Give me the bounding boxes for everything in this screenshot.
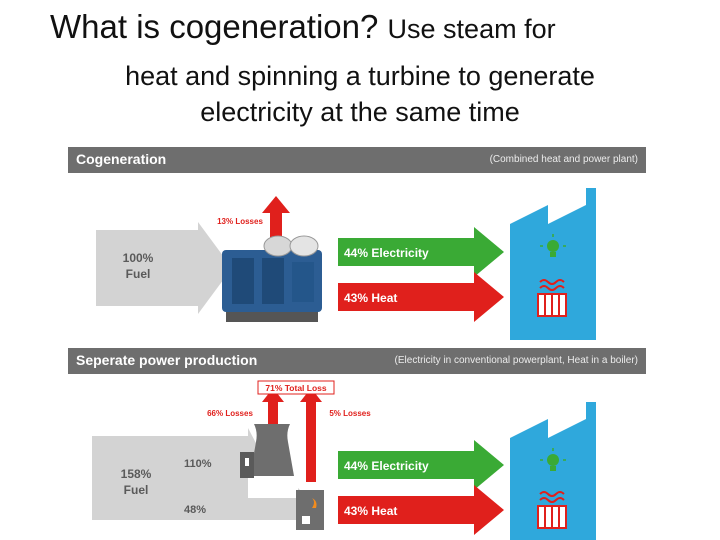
cogen-losses-label: 13% Losses [217, 217, 263, 226]
cogen-electricity-arrow [338, 227, 504, 277]
separate-electricity-label: 44% Electricity [344, 459, 429, 473]
separate-note: (Electricity in conventional powerplant,… [394, 355, 638, 366]
boiler-icon [296, 490, 324, 530]
slide-subtitle: heat and spinning a turbine to generate … [0, 58, 720, 130]
separate-split-top: 110% [184, 458, 212, 470]
separate-split-bottom: 48% [184, 504, 206, 516]
total-loss-box [257, 380, 335, 395]
power-plant-icon [240, 424, 294, 478]
factory-icon [510, 188, 596, 340]
cogen-fuel-pct: 100% [123, 251, 154, 265]
cogeneration-header: Cogeneration [76, 151, 167, 167]
cogen-electricity-label: 44% Electricity [344, 246, 429, 260]
title-rest: Use steam for [387, 14, 556, 44]
separate-loss-arrow-left [262, 388, 284, 444]
cogen-heat-label: 43% Heat [344, 291, 397, 305]
cogeneration-header-bar: Cogeneration (Combined heat and power pl… [68, 147, 646, 173]
total-loss-label: 71% Total Loss [265, 383, 327, 393]
cogen-fuel-word: Fuel [126, 267, 151, 281]
separate-heat-label: 43% Heat [344, 504, 397, 518]
separate-electricity-arrow [338, 440, 504, 490]
cogen-heat-arrow [338, 272, 504, 322]
subtitle-line-2: electricity at the same time [200, 97, 520, 127]
radiator-icon [537, 491, 567, 529]
losses-right-label: 5% Losses [329, 409, 371, 418]
title-main: What is cogeneration? [50, 8, 379, 45]
lightbulb-icon [540, 448, 566, 471]
cogen-fuel-arrow [96, 222, 232, 314]
losses-left-label: 66% Losses [207, 409, 253, 418]
cogen-loss-arrow [262, 196, 290, 244]
separate-loss-arrow-right [300, 388, 322, 482]
radiator-icon [537, 279, 567, 317]
engine-icon [222, 235, 322, 322]
separate-header-bar: Seperate power production (Electricity i… [68, 348, 646, 374]
separate-fuel-arrow [92, 428, 318, 528]
subtitle-line-1: heat and spinning a turbine to generate [125, 61, 595, 91]
separate-fuel-word: Fuel [124, 483, 149, 497]
lightbulb-icon [540, 234, 566, 257]
separate-header: Seperate power production [76, 352, 258, 368]
separate-fuel-pct: 158% [121, 467, 152, 481]
slide-title: What is cogeneration? Use steam for [50, 8, 556, 46]
separate-heat-arrow [338, 485, 504, 535]
cogeneration-note: (Combined heat and power plant) [489, 154, 638, 165]
